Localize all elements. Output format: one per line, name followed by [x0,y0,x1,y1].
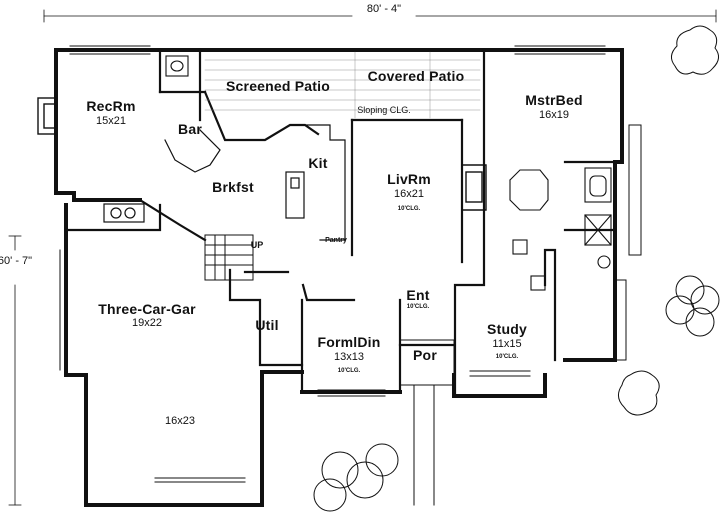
mstrbed-size: 16x19 [539,109,569,121]
livrm-ceiling: 10'CLG. [397,206,421,212]
dimension-lines [8,9,717,506]
garage-name: Three-Car-Gar [98,301,196,317]
screened-patio-name: Screened Patio [226,78,330,94]
brkfst-name: Brkfst [212,179,254,195]
garage-size-2: 16x23 [165,415,195,427]
study-name: Study [487,321,527,337]
overall-depth-label: 60' - 7" [0,255,33,267]
por-name: Por [413,347,437,363]
kit-name: Kit [308,155,328,171]
fireplaces [37,97,487,211]
study-size: 11x15 [492,338,522,350]
patio-pattern [204,51,481,119]
kitchen-counters [103,124,346,241]
bath-fixtures [165,55,612,291]
exterior-walls [54,48,624,507]
bar-name: Bar [178,121,202,137]
recrm-size: 15x21 [96,115,126,127]
stair [204,234,254,281]
ent-name: Ent [406,287,430,303]
mstrbed-name: MstrBed [525,92,583,108]
overall-width-label: 80' - 4" [366,3,402,15]
covered-patio-name: Covered Patio [367,68,465,84]
windows [69,45,606,397]
recrm-name: RecRm [86,98,136,114]
covered-patio-ceiling: Sloping CLG. [357,105,411,115]
garage-wall-openings [59,249,246,483]
ent-ceiling: 10'CLG. [406,304,430,310]
study-ceiling: 10'CLG. [495,354,519,360]
formldin-size: 13x13 [334,351,364,363]
garage-size: 19x22 [132,317,162,329]
livrm-name: LivRm [387,171,431,187]
formldin-ceiling: 10'CLG. [337,368,361,374]
landscaping [313,25,720,512]
util-name: Util [255,317,279,333]
stair-up-label: UP [250,240,264,250]
walkway [399,339,455,506]
pantry-label: Pantry [325,237,347,244]
formldin-name: FormlDin [317,334,381,350]
livrm-size: 16x21 [394,188,424,200]
